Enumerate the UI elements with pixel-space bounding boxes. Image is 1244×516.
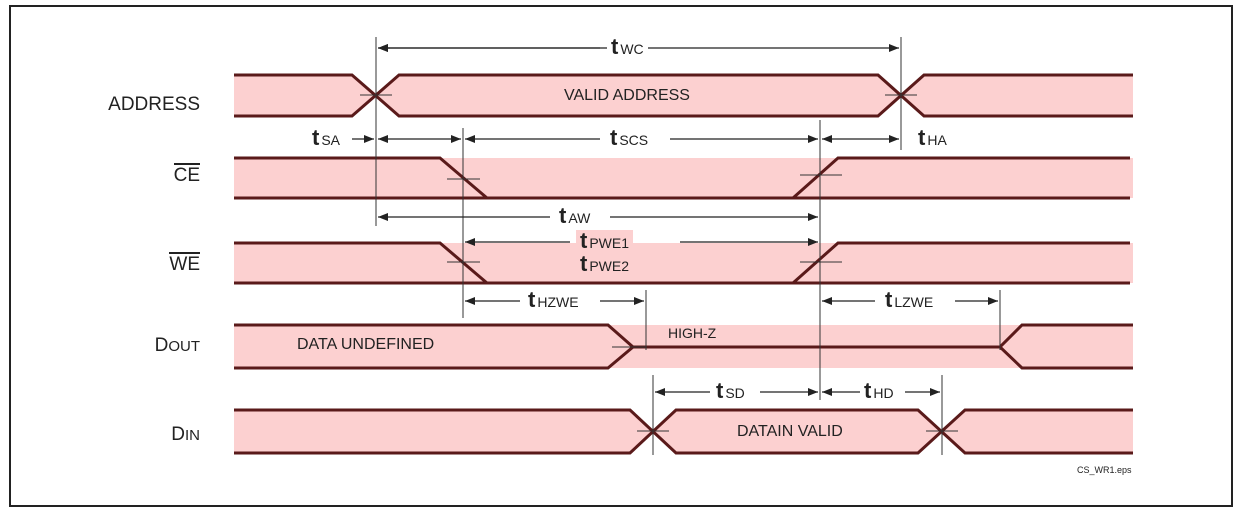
timing-thzwe-t: t bbox=[528, 287, 536, 312]
we-waveform bbox=[234, 241, 1133, 285]
timing-tscs-t: t bbox=[610, 125, 618, 150]
signal-label-dout: DOUT bbox=[70, 335, 200, 357]
bus-text-valid-address: VALID ADDRESS bbox=[564, 87, 690, 104]
timing-tpwe1-sub: PWE1 bbox=[589, 235, 630, 251]
timing-tlzwe-t: t bbox=[885, 287, 893, 312]
dout-waveform bbox=[234, 323, 1133, 370]
signal-label-we: WE bbox=[70, 252, 200, 276]
bus-text-data-undefined: DATA UNDEFINED bbox=[297, 336, 435, 353]
timing-tscs-sub: SCS bbox=[619, 132, 649, 148]
diagram-frame bbox=[9, 5, 1233, 507]
timing-tsd-sub: SD bbox=[725, 385, 745, 401]
timing-taw-sub: AW bbox=[568, 210, 591, 226]
timing-tsa-sub: SA bbox=[321, 132, 341, 148]
signal-label-ce-text: CE bbox=[173, 163, 200, 186]
timing-tpwe2-sub: PWE2 bbox=[589, 258, 630, 274]
address-waveform bbox=[234, 73, 1133, 118]
timing-twc-t: t bbox=[611, 34, 619, 59]
din-waveform bbox=[234, 408, 1133, 455]
timing-tsd-t: t bbox=[716, 378, 724, 403]
timing-thzwe-sub: HZWE bbox=[537, 294, 579, 310]
timing-thd-sub: HD bbox=[873, 385, 894, 401]
bus-text-datain-valid: DATAIN VALID bbox=[737, 423, 843, 440]
bus-text-high-z: HIGH-Z bbox=[668, 325, 717, 341]
timing-taw-t: t bbox=[559, 203, 567, 228]
ce-waveform bbox=[234, 156, 1133, 200]
signal-label-dout-first: D bbox=[154, 335, 169, 356]
signal-label-dout-rest: OUT bbox=[168, 338, 200, 355]
timing-tlzwe-sub: LZWE bbox=[894, 294, 934, 310]
signal-label-we-text: WE bbox=[169, 252, 200, 275]
signal-label-ce: CE bbox=[70, 163, 200, 187]
timing-thd-t: t bbox=[864, 378, 872, 403]
timing-tpwe2-t: t bbox=[580, 251, 588, 276]
file-name-caption: CS_WR1.eps bbox=[1077, 465, 1132, 475]
signal-label-din-rest: IN bbox=[185, 427, 200, 444]
signal-label-din: DIN bbox=[70, 424, 200, 446]
timing-tha-sub: HA bbox=[927, 132, 947, 148]
timing-twc-sub: WC bbox=[620, 41, 644, 57]
timing-tpwe1-t: t bbox=[580, 228, 588, 253]
timing-tsa-t: t bbox=[312, 125, 320, 150]
timing-tha-t: t bbox=[918, 125, 926, 150]
signal-label-address: ADDRESS bbox=[108, 94, 200, 115]
timing-arrows bbox=[352, 44, 998, 396]
reference-lines bbox=[375, 37, 1001, 455]
signal-label-din-first: D bbox=[171, 424, 185, 445]
